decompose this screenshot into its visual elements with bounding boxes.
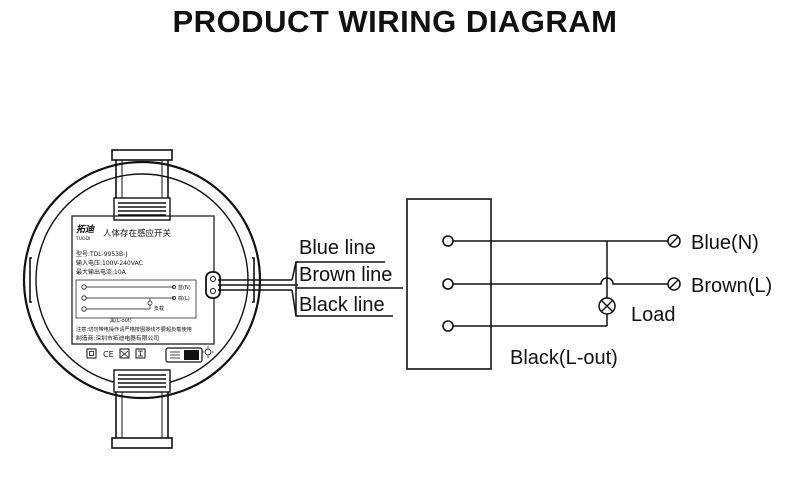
label-term-load: 负载 — [154, 305, 164, 312]
device-name: 人体存在感应开关 — [103, 228, 172, 239]
certification-marks: CE — [86, 348, 146, 359]
label-mini-schematic: 蓝(N) 棕(L) 负载 黑(L-out) — [75, 279, 197, 324]
ce-mark: CE — [103, 350, 114, 359]
load-symbol — [598, 297, 616, 315]
device-maker: 制造商:深圳市拓迪电器有限公司 — [76, 334, 159, 342]
black-l-out-label: Black(L-out) — [510, 347, 618, 369]
black-line-label: Black line — [299, 294, 385, 316]
label-term-brown: 棕(L) — [178, 295, 190, 302]
load-label: Load — [631, 304, 676, 326]
device-model: 型号:TDL-9953B-J — [76, 250, 128, 258]
bottom-mounting-clip — [111, 369, 173, 449]
brown-l-screw-terminal — [667, 277, 681, 291]
blue-n-screw-terminal — [667, 234, 681, 248]
label-term-blue: 蓝(N) — [178, 284, 191, 291]
terminal-1 — [442, 235, 454, 247]
terminal-3 — [442, 320, 454, 332]
brand-cn: 拓迪 — [76, 224, 95, 235]
brown-line-label: Brown line — [299, 264, 392, 286]
device-max-current: 最大输出电流:10A — [76, 268, 127, 276]
lead-wires — [218, 261, 403, 317]
terminal-2 — [442, 278, 454, 290]
blue-line-label: Blue line — [299, 237, 376, 259]
device-input-voltage: 输入电压:100V-240VAC — [76, 259, 143, 267]
device-note: 注意:切勿带电操作请严格按图接线不要超负载使用 — [76, 325, 192, 333]
label-term-black: 黑(L-out) — [110, 318, 132, 324]
mode-slider-switch — [165, 346, 214, 363]
blue-n-label: Blue(N) — [691, 232, 759, 254]
cable-entry — [205, 271, 221, 299]
top-mounting-clip — [111, 149, 173, 221]
page-title: PRODUCT WIRING DIAGRAM — [172, 4, 618, 39]
brand-en: TUODI — [75, 236, 90, 242]
brown-l-label: Brown(L) — [691, 275, 772, 297]
left-notch — [29, 257, 32, 303]
blue-fanout — [291, 261, 298, 281]
output-wiring — [453, 240, 668, 327]
live-wire — [453, 277, 668, 285]
sensor-device: 拓迪 TUODI 人体存在感应开关 型号:TDL-9953B-J 输入电压:10… — [22, 149, 262, 449]
black-fanout — [291, 289, 298, 317]
